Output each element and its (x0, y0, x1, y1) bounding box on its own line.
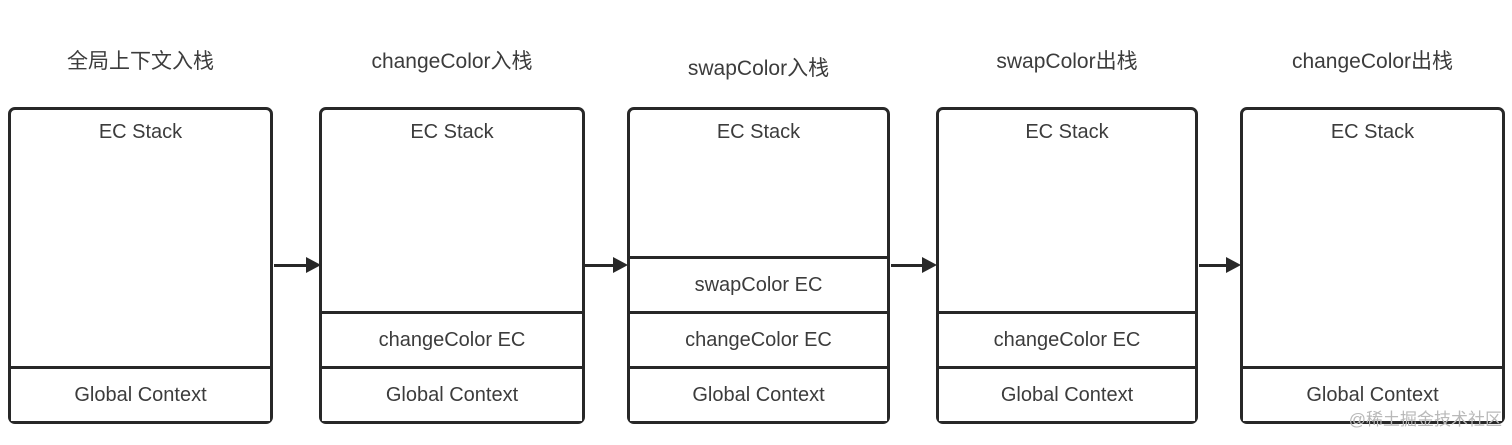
column-title: changeColor出栈 (1291, 50, 1454, 73)
ec-stack-label: EC Stack (1025, 121, 1109, 143)
stack-column-swapcolor-pop: swapColor出栈 EC Stack changeColor EC Glob… (936, 0, 1198, 445)
stack-column-global-push: 全局上下文入栈 EC Stack Global Context (8, 0, 273, 445)
column-title: changeColor入栈 (371, 50, 533, 73)
stack-cells: swapColor EC changeColor EC Global Conte… (630, 256, 887, 421)
ec-stack-label: EC Stack (410, 121, 494, 143)
arrow-right-icon (274, 257, 321, 273)
stack-column-swapcolor-push: swapColor入栈 EC Stack swapColor EC change… (627, 0, 890, 445)
stack-cells: changeColor EC Global Context (939, 311, 1195, 421)
ec-stack-label: EC Stack (1330, 121, 1415, 143)
stack-column-changecolor-push: changeColor入栈 EC Stack changeColor EC Gl… (319, 0, 585, 445)
stack-cell: changeColor EC (322, 311, 582, 366)
stack-cell: Global Context (630, 366, 887, 421)
stack-cell: changeColor EC (939, 311, 1195, 366)
ec-stack-box: EC Stack changeColor EC Global Context (319, 107, 585, 424)
ec-stack-box: EC Stack Global Context (1240, 107, 1505, 424)
stack-cell: Global Context (11, 366, 270, 421)
stack-cell: Global Context (939, 366, 1195, 421)
ec-stack-label: EC Stack (98, 121, 183, 143)
watermark: @稀土掘金技术社区 (1348, 410, 1502, 429)
stack-cells: Global Context (1243, 366, 1502, 421)
arrow-right-icon (1199, 257, 1241, 273)
stack-cells: Global Context (11, 366, 270, 421)
arrow-right-icon (585, 257, 628, 273)
ec-stack-box: EC Stack swapColor EC changeColor EC Glo… (627, 107, 890, 424)
ec-stack-box: EC Stack Global Context (8, 107, 273, 424)
stack-column-changecolor-pop: changeColor出栈 EC Stack Global Context (1240, 0, 1505, 445)
column-title: swapColor入栈 (687, 57, 830, 80)
stack-cell: Global Context (1243, 366, 1502, 421)
column-title: swapColor出栈 (996, 50, 1138, 73)
arrow-right-icon (891, 257, 937, 273)
ec-stack-box: EC Stack changeColor EC Global Context (936, 107, 1198, 424)
stack-cell: changeColor EC (630, 311, 887, 366)
column-title: 全局上下文入栈 (67, 50, 214, 73)
ec-stack-label: EC Stack (716, 121, 801, 143)
stack-cell: Global Context (322, 366, 582, 421)
stack-cell: swapColor EC (630, 256, 887, 311)
stack-cells: changeColor EC Global Context (322, 311, 582, 421)
